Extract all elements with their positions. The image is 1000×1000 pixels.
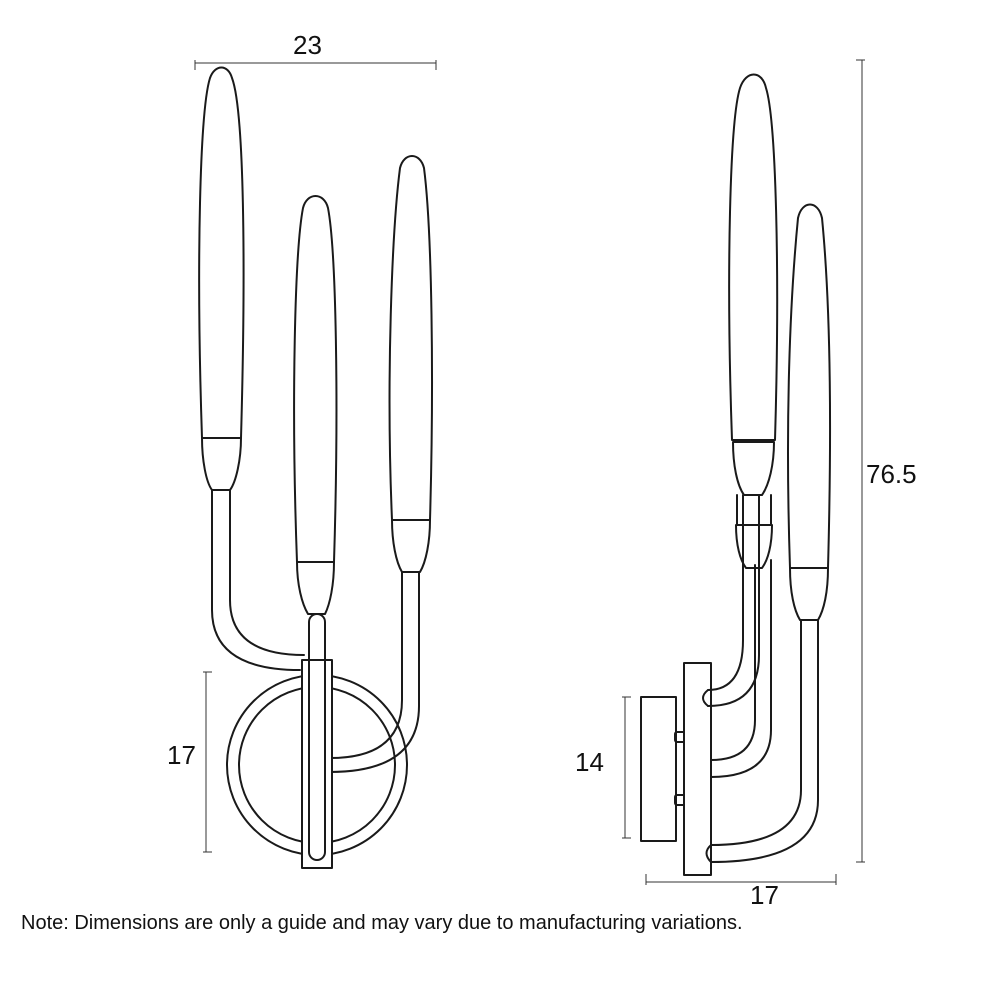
side-height-label: 76.5 — [866, 459, 917, 489]
side-view — [622, 59, 865, 885]
front-backplate-dimension-line — [203, 671, 212, 853]
side-upper-arm — [707, 494, 760, 707]
dimension-note: Note: Dimensions are only a guide and ma… — [21, 912, 743, 934]
front-backplate — [301, 659, 333, 869]
side-backplate-label: 14 — [575, 747, 604, 777]
side-hidden-shade-cup — [735, 494, 773, 569]
front-backplate-label: 17 — [167, 740, 196, 770]
side-height-dimension-line — [856, 59, 865, 863]
side-lower-arm — [710, 617, 819, 863]
front-left-shade — [198, 66, 245, 491]
side-backplate-dimension-line — [622, 696, 631, 839]
front-center-shade — [293, 195, 338, 615]
side-backplate — [683, 662, 712, 876]
side-right-shade — [787, 203, 831, 621]
side-arm-joint — [702, 689, 709, 707]
front-left-arm — [211, 487, 305, 671]
front-view — [194, 60, 437, 869]
side-lower-joint — [705, 844, 712, 863]
front-right-shade — [388, 155, 433, 573]
front-width-dimension-line — [194, 60, 437, 70]
front-width-label: 23 — [293, 30, 322, 60]
side-depth-dimension-line — [645, 874, 837, 885]
front-right-arm — [329, 569, 420, 773]
side-middle-arm — [710, 559, 772, 778]
side-depth-label: 17 — [750, 880, 779, 910]
side-tall-shade — [728, 73, 779, 496]
side-wall-mount — [640, 696, 677, 842]
